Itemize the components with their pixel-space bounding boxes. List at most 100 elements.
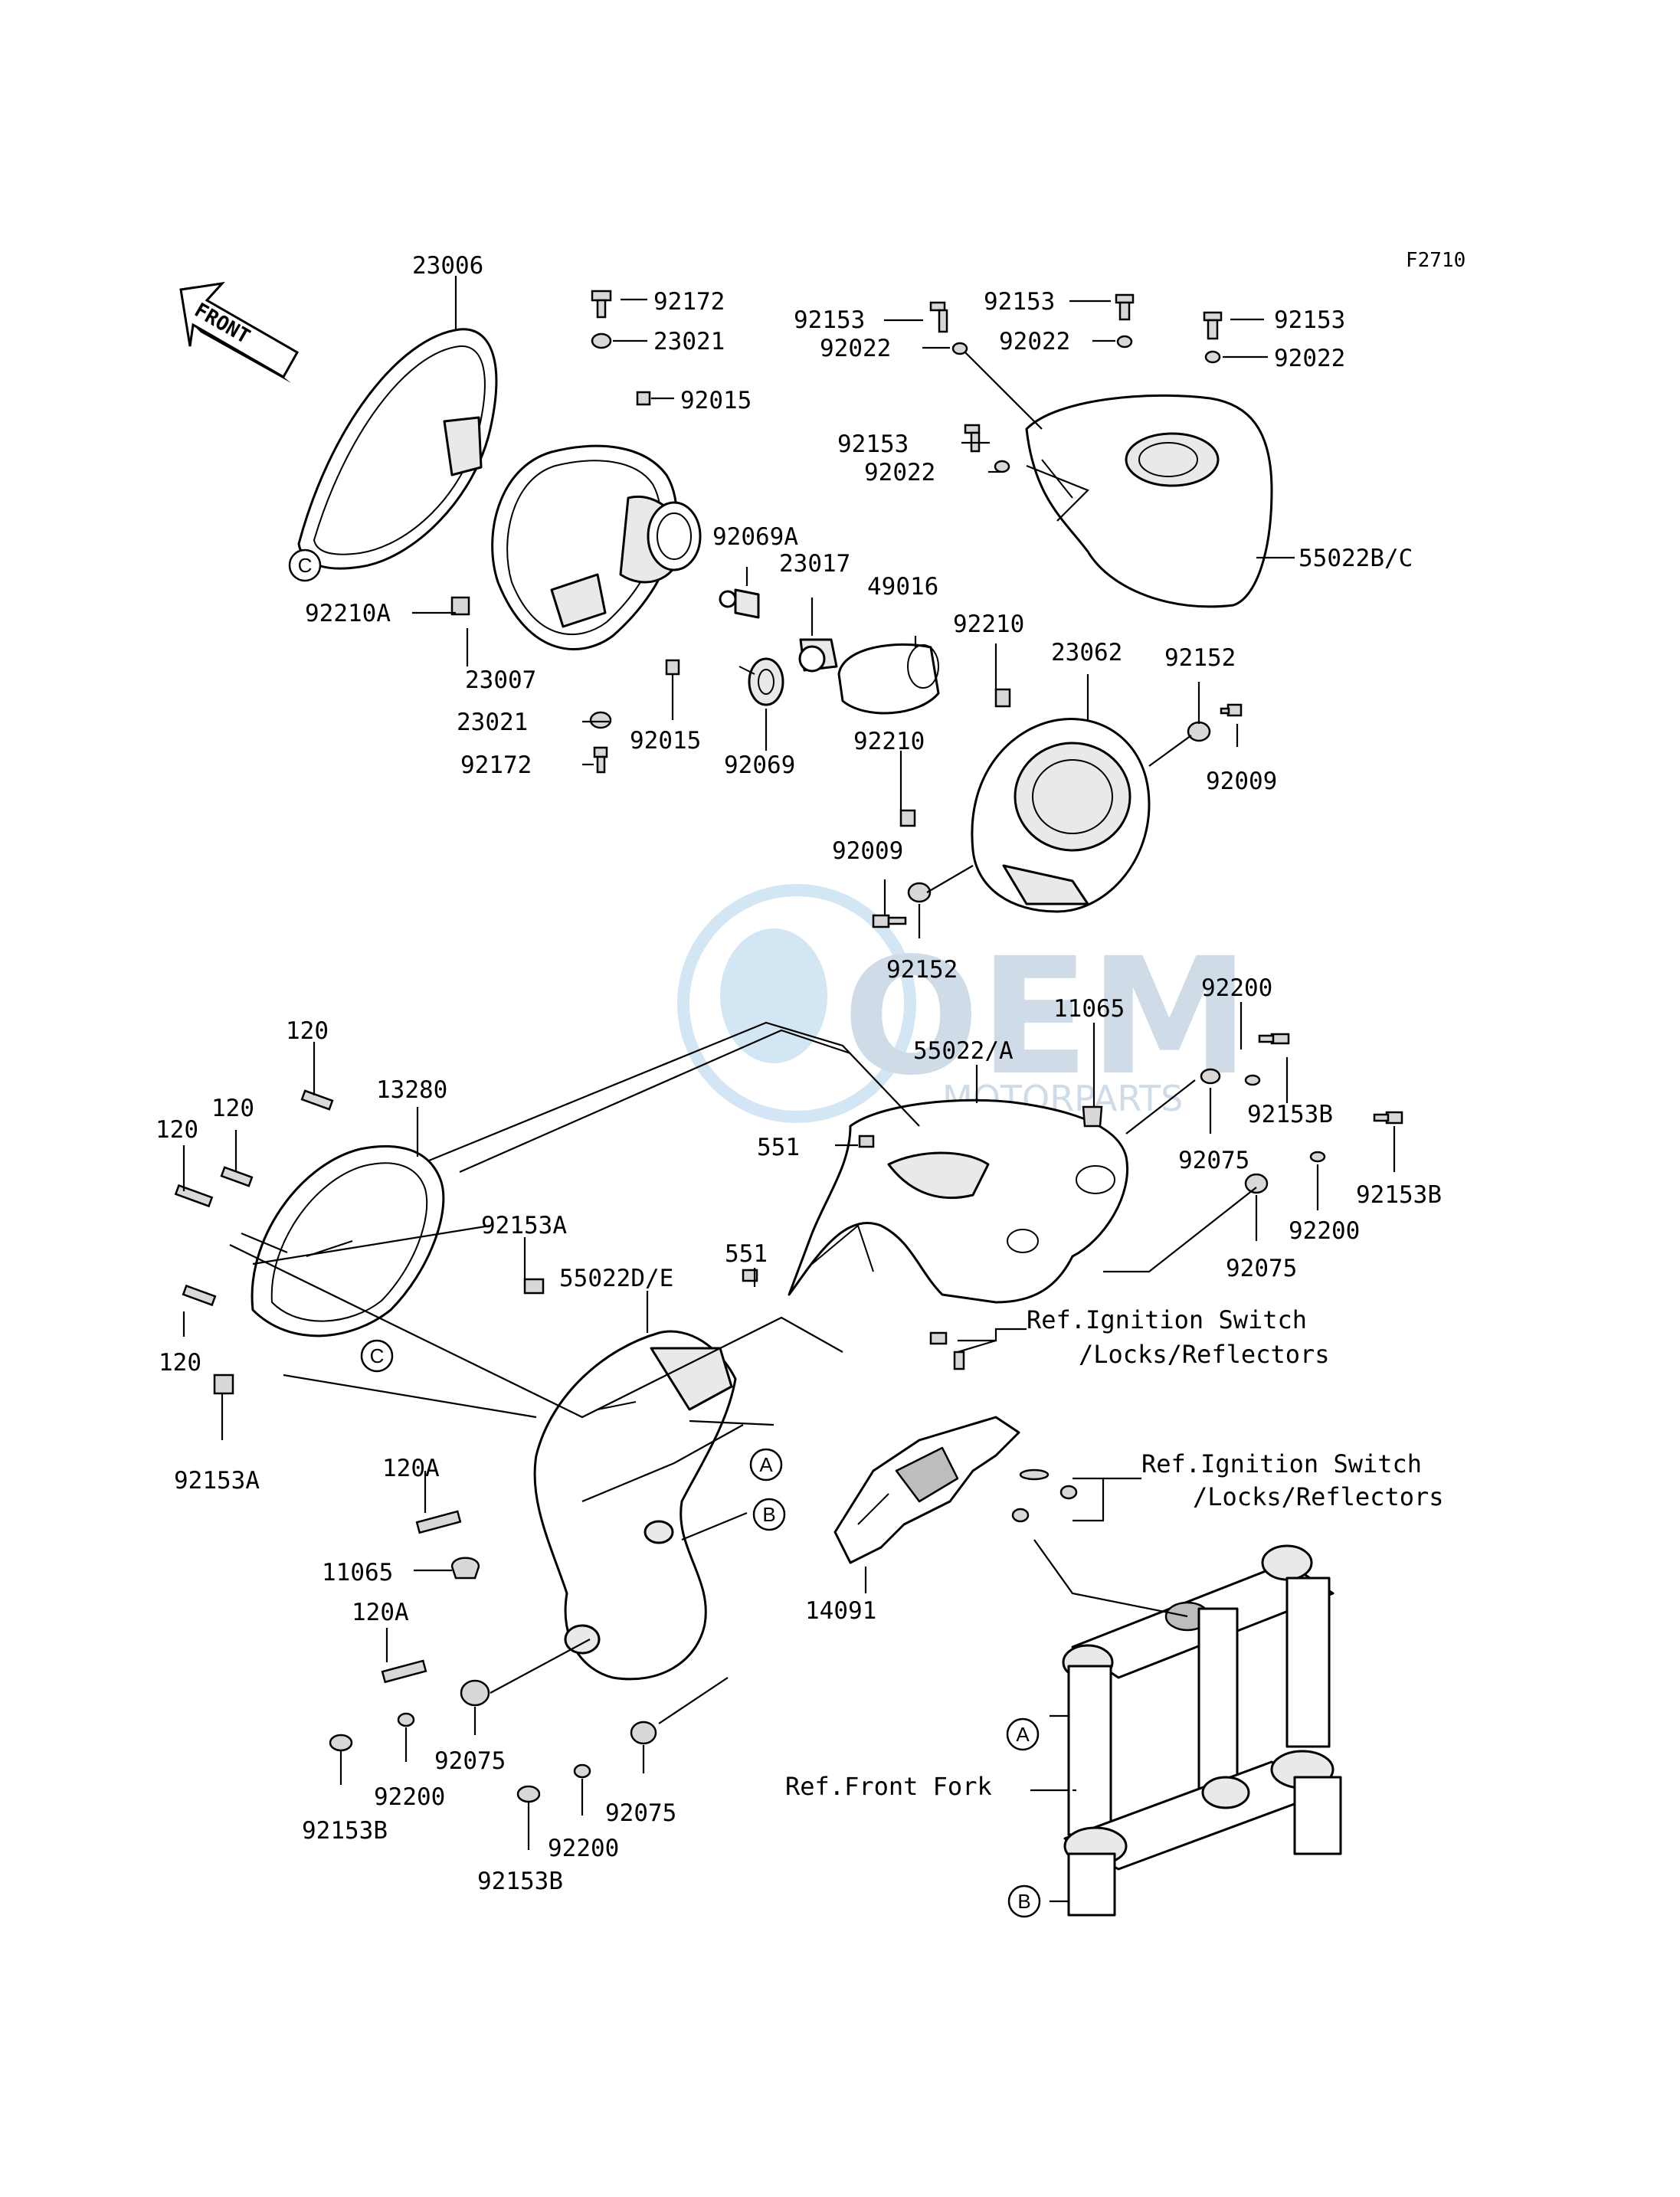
callout-a-1: A	[749, 1448, 783, 1482]
part-label: 92022	[864, 459, 935, 486]
part-label: 92015	[630, 727, 701, 755]
bulb-cover-49016	[837, 643, 940, 715]
part-label: 92200	[548, 1835, 619, 1862]
front-fork-assembly	[1062, 1544, 1342, 1917]
headlight-housing-part	[491, 444, 702, 650]
part-label: 92153B	[477, 1868, 563, 1895]
bracket-fasteners	[174, 1089, 545, 1395]
callout-a-2: A	[1006, 1717, 1040, 1751]
ref-ignition-switch-2-line2: /Locks/Reflectors	[1193, 1482, 1444, 1511]
side-cowl-part	[533, 1330, 737, 1681]
part-label: 92210	[953, 611, 1024, 638]
bulb-92069	[738, 657, 784, 706]
part-label: 92153	[1274, 306, 1345, 334]
part-label: 14091	[805, 1597, 876, 1625]
svg-text:B: B	[1017, 1890, 1030, 1913]
part-label: 92210A	[305, 600, 391, 627]
part-label: 92009	[832, 837, 903, 865]
part-label: 92172	[653, 288, 725, 316]
part-label: 92153B	[1356, 1181, 1442, 1209]
part-label: 120	[156, 1116, 198, 1144]
lower-cowl-fasteners	[742, 1033, 1403, 1282]
part-label: 92172	[460, 751, 532, 779]
part-label: 92152	[1164, 644, 1236, 672]
part-label: 92153B	[302, 1817, 388, 1845]
part-label: 23021	[457, 709, 528, 736]
part-label: 120A	[382, 1455, 440, 1482]
upper-cowl-part	[1025, 394, 1273, 608]
part-label: 92200	[374, 1783, 445, 1811]
bracket-14091-part	[833, 1331, 1078, 1564]
part-label: 92015	[680, 387, 752, 414]
part-label: 120	[159, 1349, 201, 1377]
part-label: 92210	[853, 728, 925, 755]
leader-lines	[182, 276, 1396, 1903]
ref-front-fork: Ref.Front Fork	[785, 1772, 992, 1801]
svg-text:C: C	[298, 554, 313, 577]
part-label: 23006	[412, 252, 483, 280]
part-label: 92153	[794, 306, 865, 334]
part-label: 55022/A	[913, 1037, 1014, 1065]
part-labels: 23006 92172 23021 92015 92069A 23017 490…	[156, 252, 1442, 1895]
part-label: 120	[211, 1095, 254, 1122]
part-label: 92153A	[481, 1212, 567, 1239]
part-label: 92153	[984, 288, 1055, 316]
part-label: 11065	[1053, 995, 1125, 1023]
lower-cowl-part	[788, 1098, 1128, 1304]
cowl-fasteners	[929, 293, 1223, 522]
part-label: 49016	[867, 573, 938, 601]
part-label: 11065	[322, 1559, 393, 1586]
part-label: 92009	[1206, 768, 1277, 795]
svg-text:C: C	[370, 1344, 385, 1367]
part-label: 92075	[1178, 1147, 1249, 1174]
reference-labels: Ref.Ignition Switch /Locks/Reflectors Re…	[785, 1305, 1444, 1801]
watermark: OEM MOTORPARTS	[677, 884, 1249, 1123]
part-label: 23062	[1051, 639, 1122, 666]
headlight-rim-part	[297, 328, 498, 570]
part-label: 92022	[1274, 345, 1345, 372]
bracket-ring-part	[251, 1144, 445, 1338]
part-label: 13280	[376, 1076, 447, 1104]
part-label: 551	[725, 1240, 768, 1268]
callout-b-2: B	[1007, 1884, 1041, 1918]
callout-c-1: C	[288, 548, 322, 582]
part-label: 23021	[653, 328, 725, 355]
part-label: 92075	[605, 1799, 676, 1827]
side-cowl-fasteners	[329, 1510, 729, 1803]
part-label: 92200	[1201, 974, 1272, 1002]
part-label: 92075	[1226, 1255, 1297, 1282]
fastener-group-top	[450, 290, 680, 774]
part-label: 551	[757, 1134, 800, 1161]
part-label: 92153A	[174, 1467, 260, 1495]
part-label: 55022D/E	[559, 1265, 673, 1292]
part-label: 92069	[724, 751, 795, 779]
ref-ignition-switch-1-line2: /Locks/Reflectors	[1079, 1340, 1330, 1369]
part-label: 92022	[820, 335, 891, 362]
svg-text:A: A	[1016, 1723, 1030, 1746]
part-label: 92153	[837, 431, 909, 458]
front-arrow-icon: FRONT	[179, 281, 300, 383]
part-label: 120	[286, 1017, 329, 1045]
diagram-code: F2710	[1406, 249, 1465, 272]
part-label: 92152	[886, 956, 958, 984]
inner-cover-fasteners	[872, 688, 1243, 928]
callout-circles: C C A B A B	[288, 548, 1041, 1918]
bulb-socket-23017	[798, 638, 838, 673]
part-label: 92153B	[1247, 1101, 1333, 1128]
callout-b-1: B	[752, 1498, 786, 1531]
bulb-92069A	[719, 588, 760, 619]
part-label: 92069A	[712, 523, 798, 551]
part-label: 92200	[1289, 1217, 1360, 1245]
inner-cover-part	[971, 718, 1151, 913]
svg-text:A: A	[759, 1453, 773, 1476]
watermark-main: OEM	[843, 923, 1249, 1111]
ref-ignition-switch-2-line1: Ref.Ignition Switch	[1141, 1449, 1422, 1478]
ref-ignition-switch-1-line1: Ref.Ignition Switch	[1027, 1305, 1307, 1334]
svg-text:B: B	[762, 1503, 775, 1526]
part-label: 55022B/C	[1298, 545, 1413, 572]
part-label: 23017	[779, 550, 850, 578]
part-label: 120A	[352, 1599, 409, 1626]
part-label: 92022	[999, 328, 1070, 355]
part-label: 23007	[465, 666, 536, 694]
